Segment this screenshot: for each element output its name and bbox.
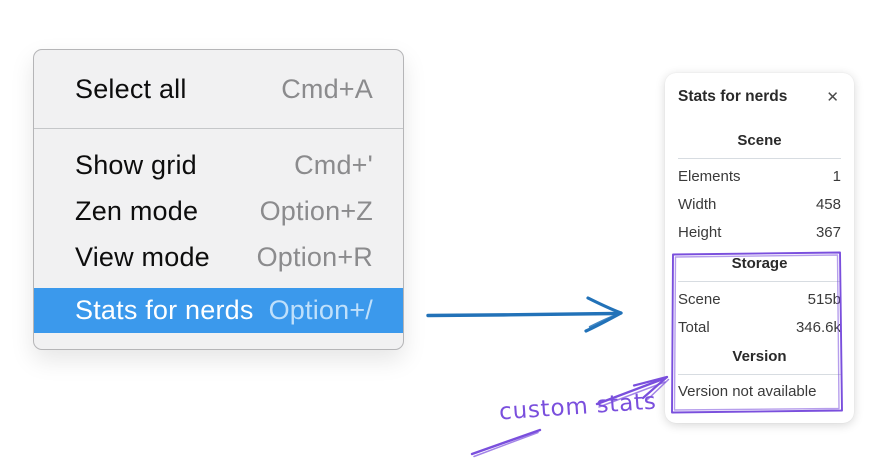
- menu-gap: [34, 280, 403, 288]
- connector-arrow-head-upper: [586, 296, 623, 315]
- stats-panel-title: Stats for nerds: [678, 88, 788, 105]
- menu-item-show-grid[interactable]: Show grid Cmd+': [34, 142, 403, 188]
- close-icon[interactable]: ✕: [826, 88, 839, 106]
- stat-value: 1: [832, 167, 841, 185]
- menu-item-label: Select all: [75, 73, 187, 104]
- annotation-arrow-head-upper: [632, 375, 669, 387]
- menu-item-select-all[interactable]: Select all Cmd+A: [34, 50, 403, 128]
- context-menu: Select all Cmd+A Show grid Cmd+' Zen mod…: [33, 49, 404, 350]
- annotation-text: custom stats: [498, 388, 658, 426]
- scene-rows: Elements 1 Width 458 Height 367: [678, 162, 841, 246]
- stat-value: 458: [815, 195, 841, 213]
- stat-label: Elements: [678, 167, 741, 185]
- stat-value: 515b: [807, 290, 841, 308]
- divider: [678, 281, 841, 282]
- version-note: Version not available: [678, 382, 817, 400]
- menu-group: Show grid Cmd+' Zen mode Option+Z View m…: [34, 129, 403, 333]
- version-section-header: Version: [732, 348, 787, 365]
- menu-item-label: View mode: [75, 241, 210, 272]
- menu-item-label: Show grid: [75, 149, 197, 180]
- menu-item-shortcut: Option+Z: [259, 195, 373, 226]
- menu-item-stats-for-nerds[interactable]: Stats for nerds Option+/: [34, 288, 403, 333]
- annotation-arrow-tail: [470, 428, 542, 456]
- stat-value: 367: [815, 223, 841, 241]
- stat-row-scene-storage: Scene 515b: [678, 285, 841, 313]
- stat-row-width: Width 458: [678, 190, 841, 218]
- stat-value: 346.6k: [795, 318, 841, 336]
- stat-row-elements: Elements 1: [678, 162, 841, 190]
- menu-item-view-mode[interactable]: View mode Option+R: [34, 234, 403, 280]
- stats-panel-header: Stats for nerds ✕: [678, 86, 841, 108]
- menu-item-label: Zen mode: [75, 195, 199, 226]
- stat-label: Total: [678, 318, 710, 336]
- menu-separator: [34, 128, 403, 129]
- menu-item-shortcut: Cmd+A: [281, 73, 373, 104]
- connector-arrow-head-lower: [584, 311, 623, 333]
- stat-label: Height: [678, 223, 722, 241]
- stat-row-height: Height 367: [678, 218, 841, 246]
- annotation-arrow-tail-sketch: [473, 431, 539, 458]
- menu-item-shortcut: Option+R: [256, 241, 373, 272]
- menu-item-shortcut: Cmd+': [294, 149, 373, 180]
- scene-section-header: Scene: [737, 132, 782, 149]
- connector-arrow-head-sketch: [588, 313, 620, 329]
- menu-item-label: Stats for nerds: [75, 295, 254, 325]
- storage-section-header: Storage: [731, 255, 788, 272]
- menu-item-shortcut: Option+/: [268, 295, 373, 325]
- stats-panel: Stats for nerds ✕ Scene Elements 1 Width…: [665, 73, 854, 423]
- stat-row-total-storage: Total 346.6k: [678, 313, 841, 341]
- stat-label: Width: [678, 195, 717, 213]
- stat-label: Scene: [678, 290, 721, 308]
- menu-item-zen-mode[interactable]: Zen mode Option+Z: [34, 188, 403, 234]
- storage-rows: Scene 515b Total 346.6k: [678, 285, 841, 341]
- connector-arrow-shaft: [426, 311, 618, 318]
- divider: [678, 158, 841, 159]
